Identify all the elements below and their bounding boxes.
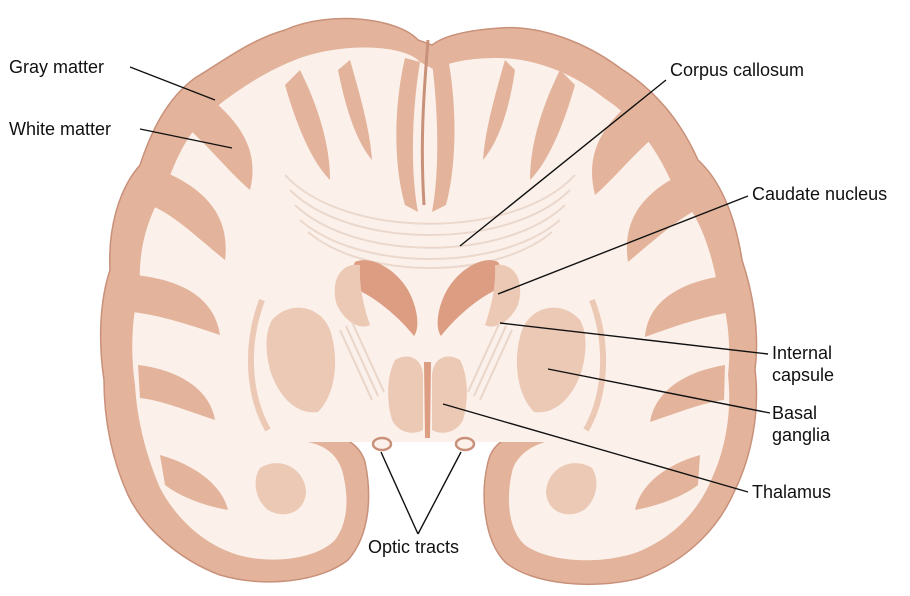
label-caudate-nucleus: Caudate nucleus [752,183,887,205]
leader-optic-tract-left [381,452,418,534]
label-basal-ganglia-line-1: Basal [772,402,830,424]
label-internal-capsule-line-1: Internal [772,342,834,364]
label-internal-capsule-line-2: capsule [772,364,834,386]
label-optic-tracts: Optic tracts [368,536,459,558]
label-internal-capsule: Internal capsule [772,342,834,386]
label-thalamus: Thalamus [752,481,831,503]
label-basal-ganglia-line-2: ganglia [772,424,830,446]
left-optic-tract [373,438,391,450]
third-ventricle [424,362,431,438]
leader-optic-tract-right [418,452,461,534]
label-corpus-callosum: Corpus callosum [670,59,804,81]
label-gray-matter: Gray matter [9,56,104,78]
label-white-matter: White matter [9,118,111,140]
label-basal-ganglia: Basal ganglia [772,402,830,446]
left-thalamus [388,356,423,432]
right-thalamus [432,356,467,432]
right-optic-tract [456,438,474,450]
